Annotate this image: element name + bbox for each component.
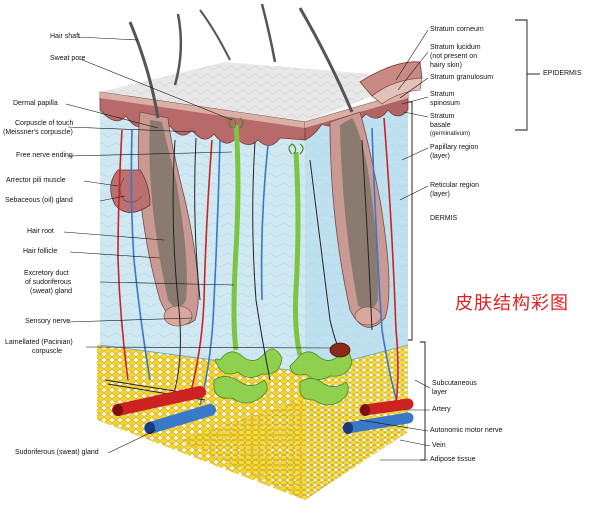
label-artery: Artery [432,406,451,413]
capillaries [117,117,399,406]
label-vein: Vein [432,442,446,449]
label-sweat-pore: Sweat pore [50,55,86,62]
pacinian-corpuscle [329,342,351,358]
label-subcutaneous: Subcutaneous [432,380,477,387]
label-free-nerve-ending: Free nerve ending [16,152,73,159]
sweat-gland-right [288,143,353,406]
label-excretory-duct-2: of sudoriferous [25,279,72,286]
label-arrector-pili: Arrector pili muscle [6,177,66,184]
label-hair-follicle: Hair follicle [23,248,58,255]
label-stratum-basale: Stratum [430,113,455,120]
hair-shaft-right [298,7,354,113]
label-reticular-region-2: (layer) [430,191,450,198]
label-stratum-spinosum-2: spinosum [430,100,460,107]
label-stratum-spinosum: Stratum [430,91,455,98]
artery-tube-right [359,398,414,416]
label-stratum-basale-3: (germinativum) [430,131,471,137]
label-stratum-basale-2: basale [430,122,451,129]
label-subcutaneous-2: layer [432,389,448,396]
label-stratum-lucidum: Stratum lucidum [430,44,481,51]
label-dermis: DERMIS [430,215,458,222]
label-autonomic-motor-nerve: Autonomic motor nerve [430,427,503,434]
label-excretory-duct-3: (sweat) gland [30,288,73,295]
label-sensory-nerve: Sensory nerve [25,318,71,325]
sweat-gland-left [213,117,283,404]
chinese-title: 皮肤结构彩图 [455,293,569,314]
label-papillary-region: Papillary region [430,144,479,151]
label-reticular-region: Reticular region [430,182,480,189]
label-sudoriferous-gland: Sudoriferous (sweat) gland [15,449,99,456]
label-epidermis: EPIDERMIS [543,70,582,77]
label-corpuscle-touch-sub: (Meissner's corpuscle) [3,129,73,136]
label-papillary-region-2: (layer) [430,153,450,160]
label-stratum-lucidum-3: hairy skin) [430,62,462,69]
label-hair-root: Hair root [27,228,54,235]
hair-shaft-left [128,21,160,119]
brackets [408,19,540,461]
label-dermal-papilla: Dermal papilla [13,100,58,107]
label-lamellated-2: corpuscle [32,348,62,355]
label-hair-shaft: Hair shaft [50,33,80,40]
label-stratum-lucidum-2: (not present on [430,53,478,60]
label-excretory-duct: Excretory duct [24,270,69,277]
hair-follicle-left [110,111,199,327]
vein-tube-left [144,404,216,434]
label-stratum-corneum: Stratum corneum [430,26,484,33]
label-adipose-tissue: Adipose tissue [430,456,476,463]
artery-tube-left [112,386,206,416]
label-corpuscle-touch: Corpuscle of touch [15,120,74,127]
label-sebaceous-gland: Sebaceous (oil) gland [5,197,73,204]
label-lamellated: Lamellated (Pacinian) [5,339,73,346]
label-stratum-granulosum: Stratum granulosum [430,74,494,81]
leader-lines [63,29,431,461]
